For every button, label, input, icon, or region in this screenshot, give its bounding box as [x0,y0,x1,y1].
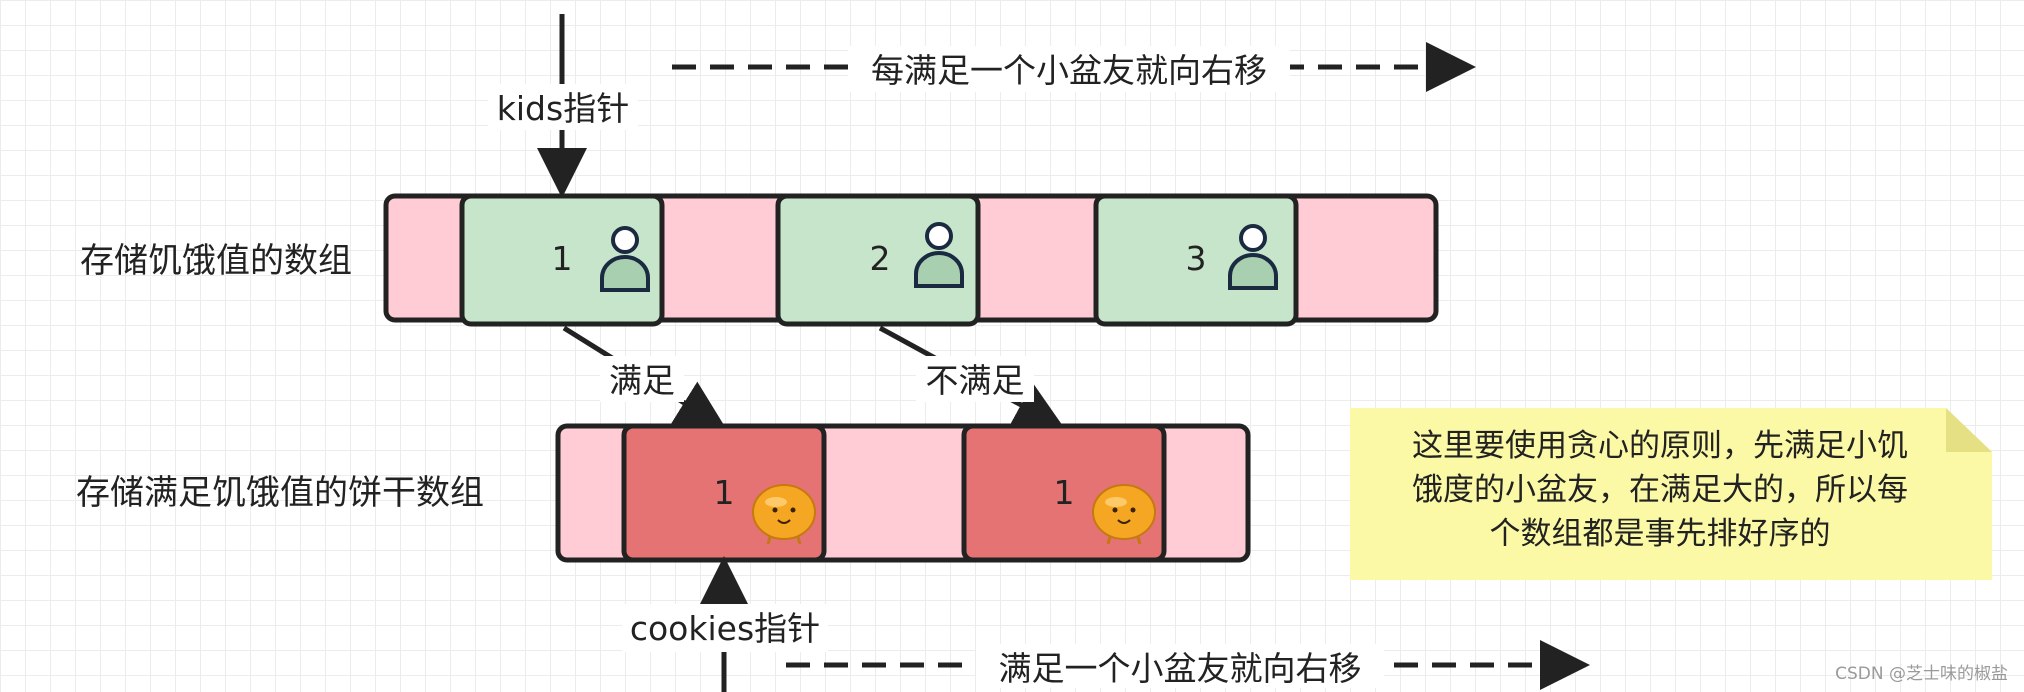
not-satisfied-label: 不满足 [926,361,1025,400]
cookie-cell: 1 [621,423,827,563]
satisfied-label: 满足 [609,361,675,400]
note-line: 饿度的小盆友，在满足大的，所以每 [1412,472,1908,508]
kid-value: 3 [1186,239,1207,278]
cookie-icon [1092,484,1156,545]
note-line: 这里要使用贪心的原则，先满足小饥 [1412,428,1908,464]
kid-value: 1 [552,239,573,278]
cookies-pointer-label-bg [622,604,828,652]
cookies-array-label: 存储满足饥饿值的饼干数组 [76,473,484,513]
cookie-icon [752,484,816,545]
person-icon [600,226,650,292]
cookies-pointer-label: cookies指针 [630,609,820,648]
cookie-cell: 1 [961,423,1167,563]
kid-cell: 2 [775,193,981,327]
satisfied-label-bg [600,356,684,402]
not-satisfied-label-bg [916,356,1034,402]
kids-array-label: 存储饥饿值的数组 [80,241,352,281]
person-icon [1228,224,1278,290]
kids-move-label: 每满足一个小盆友就向右移 [871,51,1267,90]
note-line: 个数组都是事先排好序的 [1489,516,1831,552]
cookies-move-label-bg [976,644,1384,688]
cookie-value: 1 [1054,473,1075,512]
person-icon [914,222,964,288]
note-text: 这里要使用贪心的原则，先满足小饥 饿度的小盆友，在满足大的，所以每 个数组都是事… [1360,424,1960,556]
kid-value: 2 [870,239,891,278]
cookie-value: 1 [714,473,735,512]
kids-pointer-label-bg [488,84,638,130]
kids-pointer-label: kids指针 [497,89,629,128]
kids-move-label-bg [848,46,1290,92]
kid-cell: 1 [459,193,665,327]
cookies-move-label: 满足一个小盆友就向右移 [999,649,1362,688]
kid-cell: 3 [1093,193,1299,327]
watermark: CSDN @芝士味的椒盐 [1835,664,2008,684]
sticky-note [1350,408,1992,580]
